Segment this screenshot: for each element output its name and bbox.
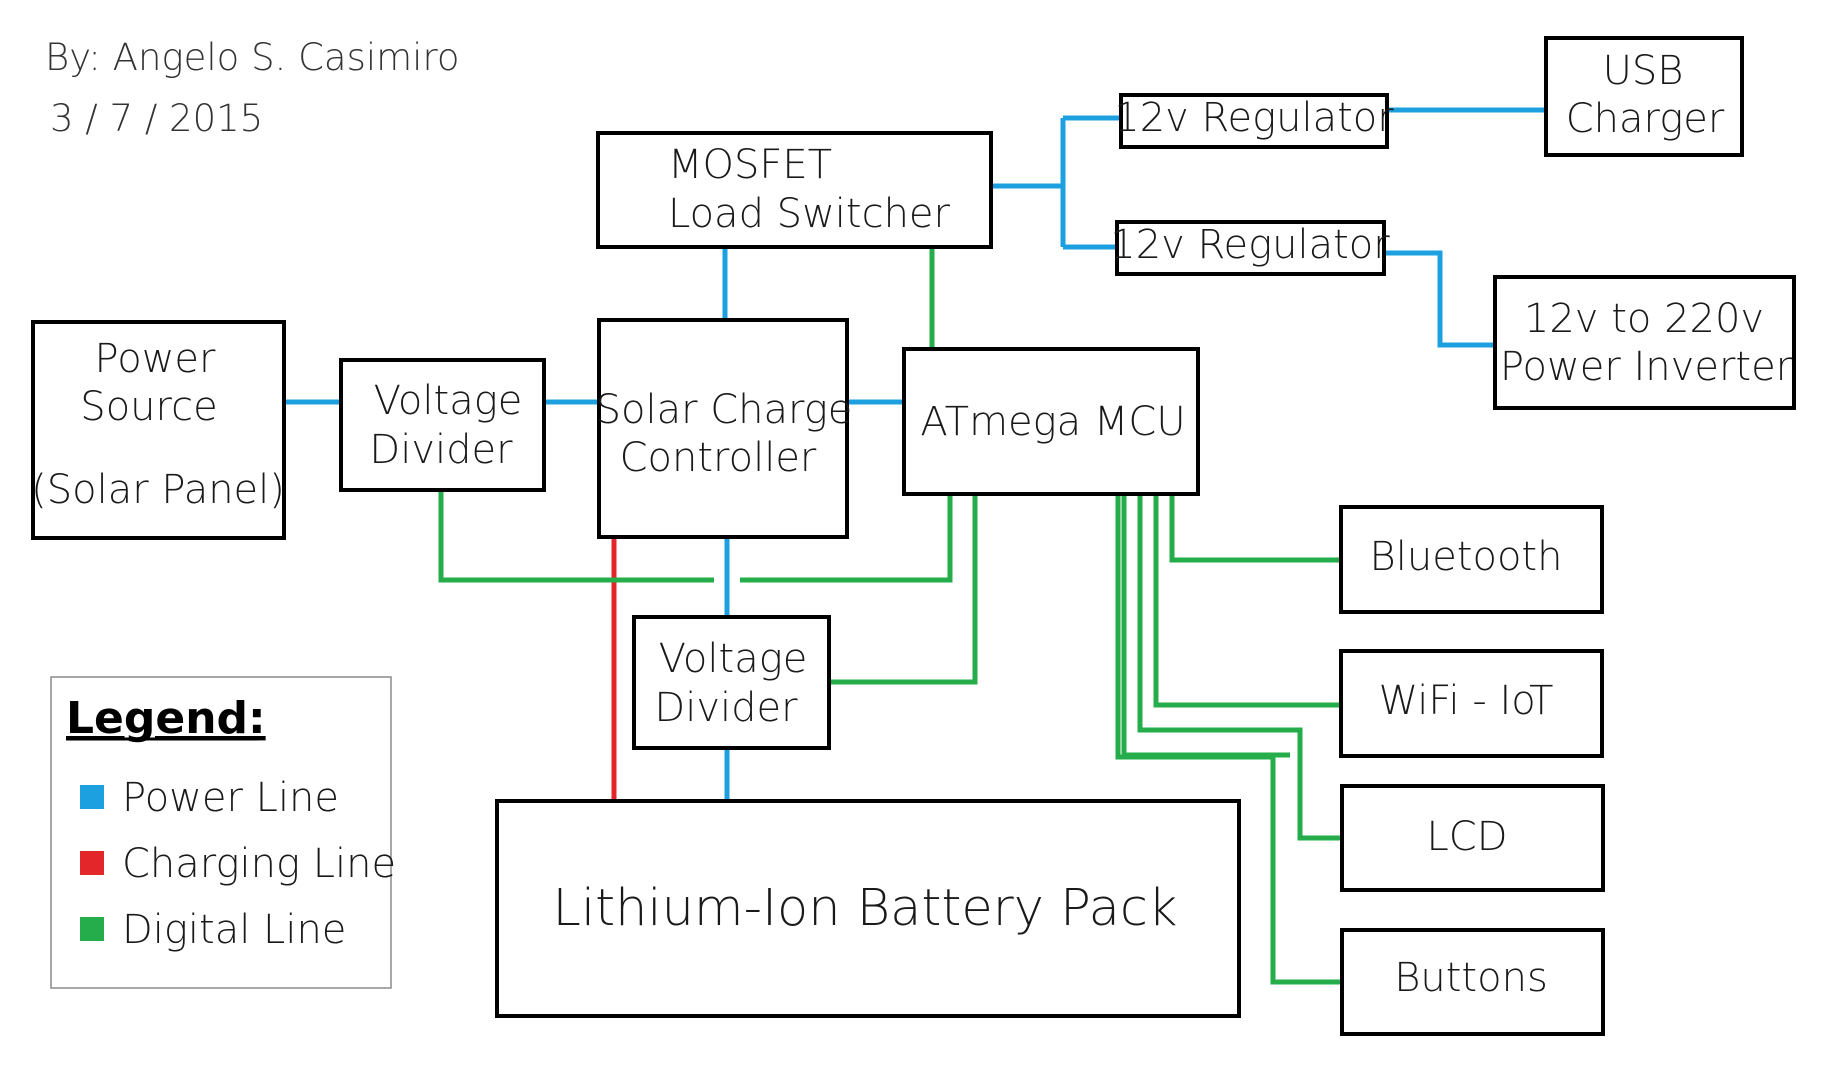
power-source-line-1: Power (95, 336, 216, 382)
voltage-divider-1-block: Voltage Divider (339, 358, 546, 492)
voltage-divider-2-line-1: Voltage (659, 636, 808, 682)
wifi-iot-label: WiFi - IoT (1379, 678, 1554, 724)
legend-charging-swatch (80, 851, 104, 875)
usb-charger-line-2: Charger (1566, 96, 1725, 142)
digital-line-divider1-mcu-b (740, 494, 953, 583)
digital-line-mcu-wifi (1153, 494, 1340, 708)
wifi-iot-block: WiFi - IoT (1339, 649, 1604, 758)
usb-charger-line-1: USB (1603, 48, 1684, 94)
power-inverter-line-2: Power Inverter (1500, 344, 1793, 390)
digital-lines (438, 247, 1341, 985)
voltage-divider-1-line-2: Divider (369, 427, 513, 473)
author-label: By: Angelo S. Casimiro (45, 36, 460, 79)
digital-line-mcu-bluetooth (1169, 494, 1340, 563)
regulator-1-label: 12v Regulator (1114, 95, 1394, 141)
usb-charger-block: USB Charger (1544, 36, 1744, 157)
legend-frame (50, 676, 392, 989)
legend: Legend: Power Line Charging Line Digital… (50, 676, 396, 989)
mosfet-line-2: Load Switcher (668, 191, 951, 237)
legend-title: Legend: (66, 693, 266, 744)
power-source-block: Power Source (Solar Panel) (31, 320, 286, 540)
legend-power-label: Power Line (122, 775, 339, 821)
power-lines (283, 107, 1545, 800)
bluetooth-block: Bluetooth (1339, 505, 1604, 614)
battery-pack-label: Lithium-Ion Battery Pack (553, 879, 1178, 938)
voltage-divider-2-block: Voltage Divider (632, 615, 831, 750)
digital-line-divider1-mcu (438, 490, 714, 583)
digital-line-mcu-lcd-b (1121, 494, 1290, 758)
power-source-line-2: Source (80, 384, 217, 430)
legend-charging-label: Charging Line (122, 841, 396, 887)
power-line-regulator2-inverter (1383, 250, 1494, 348)
mosfet-line-1: MOSFET (668, 142, 832, 188)
voltage-divider-2-line-2: Divider (654, 685, 798, 731)
solar-charge-controller-line-2: Controller (620, 435, 817, 481)
legend-digital-swatch (80, 917, 104, 941)
buttons-block: Buttons (1340, 928, 1605, 1036)
regulator-2-block: 12v Regulator (1110, 220, 1390, 276)
legend-digital-label: Digital Line (122, 907, 346, 953)
digital-line-divider2-mcu (828, 494, 978, 685)
solar-charge-controller-line-1: Solar Charge (596, 387, 853, 433)
regulator-1-block: 12v Regulator (1114, 93, 1394, 149)
digital-line-mcu-lcd (1137, 494, 1341, 841)
battery-pack-block: Lithium-Ion Battery Pack (495, 799, 1241, 1018)
power-source-line-3: (Solar Panel) (31, 467, 285, 513)
power-inverter-block: 12v to 220v Power Inverter (1493, 275, 1796, 410)
regulator-2-label: 12v Regulator (1110, 222, 1390, 268)
lcd-label: LCD (1426, 814, 1507, 860)
bluetooth-label: Bluetooth (1370, 534, 1563, 580)
mcu-block: ATmega MCU (902, 347, 1200, 496)
solar-charge-controller-block: Solar Charge Controller (596, 318, 853, 539)
date-label: 3 / 7 / 2015 (50, 97, 263, 140)
voltage-divider-1-line-1: Voltage (374, 378, 523, 424)
mosfet-load-switcher-block: MOSFET Load Switcher (596, 131, 993, 249)
power-inverter-line-1: 12v to 220v (1524, 296, 1764, 342)
buttons-label: Buttons (1394, 955, 1548, 1001)
legend-power-swatch (80, 785, 104, 809)
mcu-label: ATmega MCU (920, 399, 1185, 445)
digital-line-mcu-buttons (1115, 494, 1341, 985)
lcd-block: LCD (1340, 784, 1605, 892)
